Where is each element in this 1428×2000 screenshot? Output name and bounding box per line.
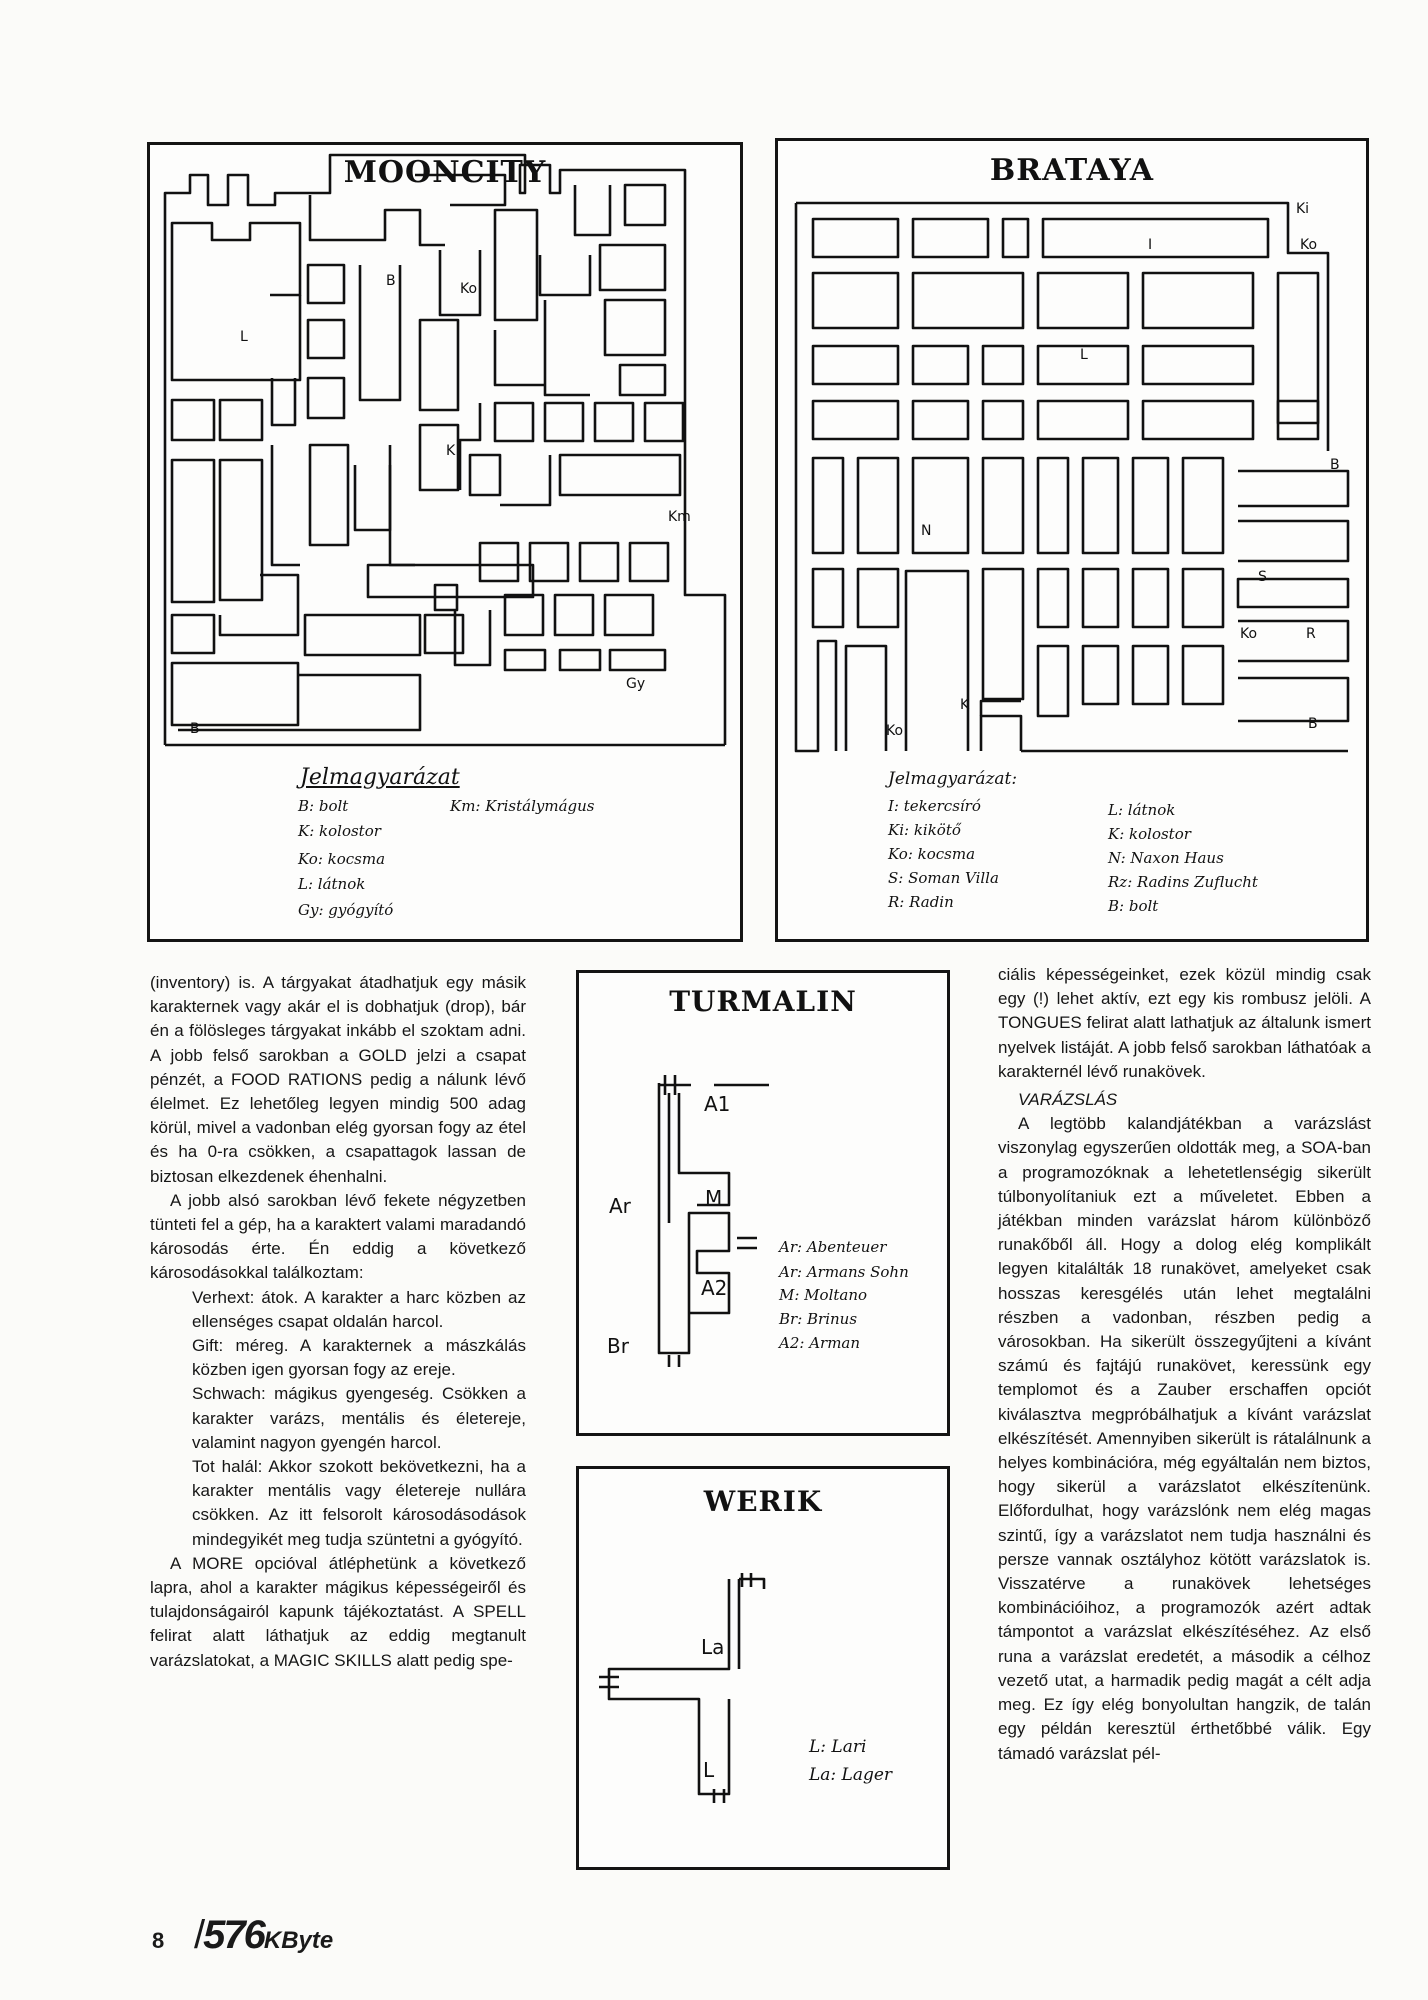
werik-title: WERIK [703,1485,823,1518]
brataya-label-k: K [960,697,970,713]
turmalin-legend-item: Ar: Abenteuer [779,1238,887,1256]
mooncity-label-gy: Gy [626,676,645,692]
werik-label-la: La [701,1635,724,1659]
mooncity-legend-item: B: bolt [298,797,349,815]
mooncity-label-km: Km [668,509,691,525]
brataya-legend-right: B: bolt [1108,897,1159,915]
brataya-legend-left: I: tekercsíró [888,797,981,815]
mooncity-label-b1: B [386,273,396,289]
turmalin-label-ar: Ar [609,1194,632,1218]
article-column-right: ciális képességeinket, ezek közül mindig… [998,963,1371,1766]
mooncity-legend-item: Ko: kocsma [298,850,386,868]
brataya-label-b1: B [1330,457,1340,473]
turmalin-label-m: M [705,1186,722,1210]
brataya-map: BRATAYA [775,138,1369,942]
brataya-legend-title: Jelmagyarázat: [888,769,1018,789]
mooncity-legend-extra: Km: Kristálymágus [450,797,595,815]
mooncity-label-b2: B [190,721,200,737]
mooncity-legend-item: L: látnok [298,875,366,893]
article-column-left: (inventory) is. A tárgyakat átadhatjuk e… [150,971,526,1673]
brataya-label-ko2: Ko [1240,626,1257,642]
brataya-street-grid: Ki Ko I L B N S Ko R K Ko B [794,201,1350,753]
damage-item-gift: Gift: méreg. A karakternek a mászkálás k… [192,1336,526,1380]
logo-main: 576 [203,1913,266,1957]
brataya-legend-left: Ki: kikötő [888,821,961,839]
brataya-legend-right: Rz: Radins Zuflucht [1108,873,1258,891]
paragraph: ciális képességeinket, ezek közül mindig… [998,965,1371,1081]
paragraph: A legtöbb kalandjátékban a varázslást vi… [998,1114,1371,1763]
turmalin-label-a1: A1 [704,1092,730,1116]
paragraph: A MORE opcióval átléphetünk a következő … [150,1553,526,1670]
brataya-legend-right: K: kolostor [1108,825,1191,843]
brataya-label-ki: Ki [1296,201,1309,217]
section-heading: VARÁZSLÁS [1018,1090,1118,1110]
mooncity-street-grid: B Ko L K Km Gy B [163,153,727,747]
brataya-legend-left: R: Radin [888,893,954,911]
damage-item-schwach: Schwach: mágikus gyengeség. Csökken a ka… [192,1384,526,1452]
brataya-legend-right: L: látnok [1108,801,1176,819]
page-number: 8 [152,1928,165,1953]
werik-map: WERIK La L L: Lari La: Lager [576,1466,950,1870]
turmalin-legend-item: A2: Arman [779,1334,861,1352]
paragraph: (inventory) is. A tárgyakat átadhatjuk e… [150,973,526,1186]
damage-item-tot: Tot halál: Akkor szokott bekövetkezni, h… [192,1457,526,1549]
brataya-legend-right: N: Naxon Haus [1108,849,1224,867]
logo-kbyte: KByte [263,1927,334,1954]
mooncity-label-ko: Ko [460,281,477,297]
turmalin-title: TURMALIN [669,985,857,1018]
mooncity-legend-title: Jelmagyarázat [300,765,460,790]
werik-legend-item: La: Lager [809,1765,893,1785]
werik-label-l: L [703,1758,715,1782]
brataya-label-l: L [1080,347,1088,363]
paragraph: A jobb alsó sarokban lévő fekete négyzet… [150,1190,526,1283]
brataya-legend-left: Ko: kocsma [888,845,976,863]
brataya-title: BRATAYA [989,153,1155,188]
mooncity-legend-item: K: kolostor [298,822,381,840]
mooncity-label-k: K [446,443,456,459]
brataya-label-r: R [1306,626,1316,642]
brataya-label-ko3: Ko [886,723,903,739]
brataya-label-s: S [1258,569,1267,585]
damage-item-verhext: Verhext: átok. A karakter a harc közben … [192,1287,526,1331]
mooncity-label-l: L [240,329,248,345]
turmalin-map: TURMALIN A1 Ar M A2 Br Ar: Abenteuer Ar:… [576,970,950,1436]
mooncity-legend-item: Gy: gyógyító [298,901,394,919]
werik-legend-item: L: Lari [809,1737,867,1757]
mooncity-map: MOONCITY [147,142,743,942]
mooncity-title: MOONCITY [343,155,547,190]
turmalin-legend-item: M: Moltano [779,1286,868,1304]
turmalin-label-a2: A2 [701,1276,727,1300]
brataya-legend-left: S: Soman Villa [888,869,999,887]
magazine-logo: /576KByte [194,1913,334,1957]
turmalin-label-br: Br [607,1334,630,1358]
brataya-label-i: I [1148,237,1152,253]
turmalin-street-plan: A1 Ar M A2 Br [607,1075,769,1367]
brataya-label-b2: B [1308,716,1318,732]
turmalin-legend-item: Br: Brinus [779,1310,858,1328]
turmalin-legend-item: Ar: Armans Sohn [779,1263,909,1281]
brataya-label-n: N [921,523,931,539]
brataya-label-ko1: Ko [1300,237,1317,253]
werik-street-plan: La L [599,1573,766,1803]
